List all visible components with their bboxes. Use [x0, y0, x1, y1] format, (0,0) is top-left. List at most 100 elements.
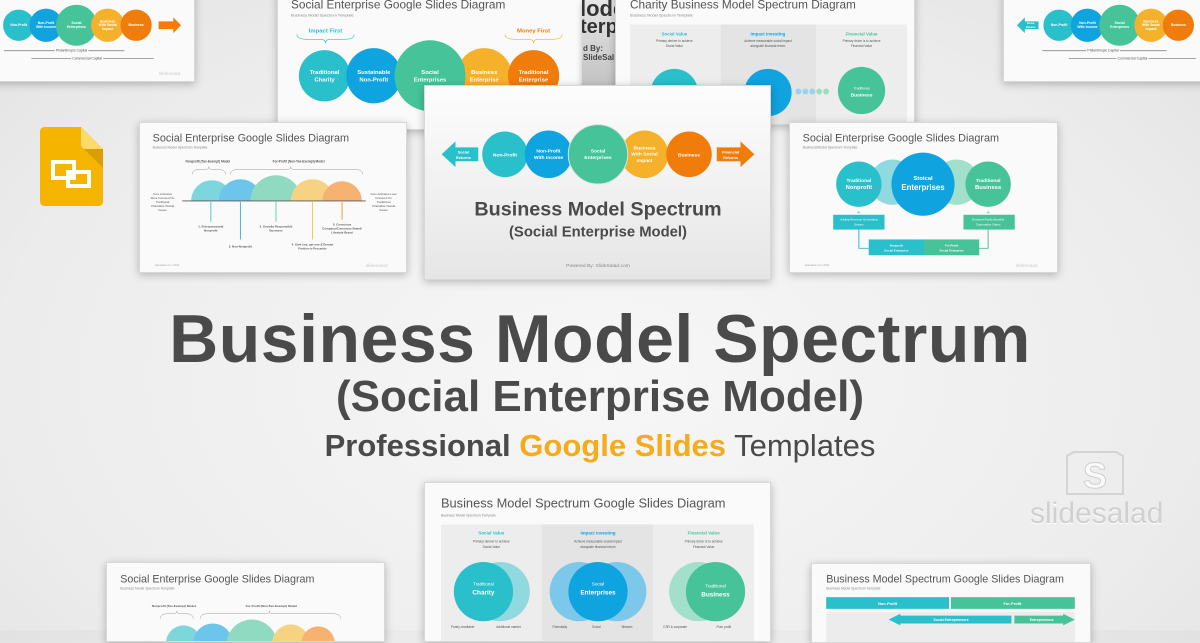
tagline-highlight: Google Slides — [519, 428, 727, 463]
svg-text:Enterprises: Enterprises — [584, 155, 611, 161]
svg-text:Social: Social — [591, 148, 606, 154]
financial-returns-arrow — [716, 141, 755, 168]
svg-text:Impact: Impact — [1145, 27, 1157, 31]
svg-text:Traditional: Traditional — [473, 582, 494, 587]
svg-text:S: S — [1083, 455, 1107, 496]
semicircle-diagram: Social Enterprise Google Slides Diagram … — [120, 574, 341, 641]
svg-text:Commercial Capital: Commercial Capital — [1118, 56, 1148, 60]
svg-text:4. Give one, get one & Donate: 4. Give one, get one & Donate — [292, 242, 334, 246]
svg-text:Returns: Returns — [456, 155, 472, 160]
svg-text:With Social: With Social — [631, 151, 658, 157]
svg-text:Philanthropic Capital: Philanthropic Capital — [1087, 49, 1118, 53]
slidesalad-logo-icon: S — [1066, 451, 1124, 497]
svg-text:1. Entrepreneurial: 1. Entrepreneurial — [198, 225, 223, 229]
svg-text:Enterprises: Enterprises — [580, 590, 616, 597]
svg-text:slidesalad.com | 2020: slidesalad.com | 2020 — [155, 263, 180, 267]
svg-text:Social Entrepreneurs: Social Entrepreneurs — [933, 618, 968, 622]
svg-text:Business Model Spectrum: Business Model Spectrum — [474, 199, 721, 221]
svg-text:Impact: Impact — [637, 158, 653, 164]
svg-text:slidesalad: slidesalad — [1016, 263, 1038, 269]
svg-text:+: + — [986, 210, 990, 216]
slide-thumb-bottom-center[interactable]: Business Model Spectrum Google Slides Di… — [424, 482, 771, 642]
svg-text:Enterprises: Enterprises — [414, 78, 447, 84]
svg-text:Potentially: Potentially — [553, 625, 568, 629]
svg-text:Charity: Charity — [314, 78, 335, 84]
svg-text:Business: Business — [634, 145, 656, 151]
svg-text:Primary driver is to achieve: Primary driver is to achieve — [843, 39, 881, 43]
svg-text:Financial Value: Financial Value — [688, 530, 721, 535]
svg-text:Business: Business — [851, 92, 873, 98]
svg-text:Business Model Spectrum Templa: Business Model Spectrum Template — [441, 514, 496, 518]
svg-text:Financial Value: Financial Value — [693, 545, 715, 549]
svg-text:Business/Model Spectrum Templa: Business/Model Spectrum Template — [803, 146, 858, 150]
svg-text:Primary deriver to achieve: Primary deriver to achieve — [473, 539, 510, 543]
semicircle-diagram: Social Enterprise Google Slides Diagram … — [151, 133, 397, 269]
svg-text:+: + — [857, 210, 861, 216]
svg-text:Impact: Impact — [102, 27, 114, 31]
svg-text:Nonprofit: Nonprofit — [204, 229, 217, 233]
svg-text:slidesalad: slidesalad — [159, 71, 181, 77]
svg-text:Non-Profit: Non-Profit — [10, 23, 28, 27]
svg-text:Enterprises: Enterprises — [1110, 25, 1129, 29]
fragment-text: d By: SlideSal — [583, 44, 615, 62]
social-returns-arrow — [441, 141, 479, 168]
svg-text:Stream: Stream — [854, 223, 864, 227]
slidesalad-logo: S slidesalad — [1030, 450, 1163, 538]
svg-text:Business Model Spectrum Google: Business Model Spectrum Google Slides Di… — [441, 496, 725, 511]
svg-text:Social: Social — [458, 149, 470, 154]
svg-text:Social Enterprise Google Slide: Social Enterprise Google Slides Diagram — [120, 574, 314, 586]
svg-text:Business: Business — [269, 229, 282, 233]
svg-text:Money First: Money First — [517, 28, 550, 34]
svg-text:Primary driver is to achieve: Primary driver is to achieve — [685, 539, 723, 543]
svg-text:For-Profit (Non-Tax-Exempt) Mo: For-Profit (Non-Tax-Exempt) Model — [273, 159, 325, 163]
tagline-post: Templates — [734, 428, 876, 463]
svg-text:Business: Business — [1143, 19, 1158, 23]
svg-text:Social Value: Social Value — [661, 31, 687, 36]
svg-text:Company/Conscious Brand/: Company/Conscious Brand/ — [322, 227, 362, 231]
svg-text:CSR & corporate: CSR & corporate — [663, 625, 687, 629]
svg-text:Cause: Cause — [379, 208, 388, 212]
svg-text:Focused On: Focused On — [375, 196, 391, 200]
svg-text:Business Model Spectrum Templa: Business Model Spectrum Template — [153, 146, 208, 150]
svg-text:Non-Profit: Non-Profit — [1079, 21, 1097, 25]
svg-text:Impact First: Impact First — [309, 28, 343, 34]
svg-text:Business: Business — [1171, 23, 1186, 27]
svg-text:Social Enterprise Google Slide: Social Enterprise Google Slides Diagram — [803, 133, 1000, 145]
svg-text:Social Value: Social Value — [666, 44, 683, 48]
svg-text:Stoical: Stoical — [913, 176, 933, 182]
svg-text:Adding Revenue Generating: Adding Revenue Generating — [840, 218, 878, 222]
svg-text:Social: Social — [1115, 21, 1125, 25]
svg-text:Social Enterprise Google Slide: Social Enterprise Google Slides Diagram — [153, 133, 350, 145]
svg-text:With Income: With Income — [1077, 25, 1097, 29]
value-venn-diagram: Business Model Spectrum Google Slides Di… — [440, 496, 755, 641]
svg-text:Business: Business — [100, 19, 115, 23]
svg-text:Traditional: Traditional — [310, 70, 340, 76]
svg-text:With Income: With Income — [36, 25, 56, 29]
svg-text:3. Socially Responsible: 3. Socially Responsible — [260, 225, 293, 229]
svg-text:Primary deriver to achieve: Primary deriver to achieve — [656, 39, 693, 43]
svg-text:Financial: Financial — [722, 149, 739, 154]
slide-thumb-semicircles[interactable]: Social Enterprise Google Slides Diagram … — [139, 122, 407, 273]
svg-text:Sustainable: Sustainable — [357, 70, 391, 76]
svg-text:Social Enterprise: Social Enterprise — [940, 248, 964, 252]
svg-text:Traditional: Traditional — [705, 584, 726, 589]
svg-text:alongside financial return: alongside financial return — [750, 44, 785, 48]
svg-text:Business: Business — [975, 185, 1002, 191]
svg-text:Charitable /Social: Charitable /Social — [372, 204, 395, 208]
svg-text:Returns: Returns — [723, 155, 739, 160]
slide-thumb-stoical[interactable]: Social Enterprise Google Slides Diagram … — [789, 122, 1058, 273]
fragment-text: terpri — [582, 16, 616, 38]
entrepreneurs-diagram: Business Model Spectrum Google Slides Di… — [826, 574, 1075, 642]
svg-text:Non-Profit: Non-Profit — [1051, 23, 1069, 27]
slide-thumb-bottom-right[interactable]: Business Model Spectrum Google Slides Di… — [811, 563, 1091, 643]
fragment-text: lode — [582, 0, 616, 21]
svg-text:Non-Profit: Non-Profit — [359, 78, 388, 84]
slide-thumb-bottom-left[interactable]: Social Enterprise Google Slides Diagram … — [106, 562, 385, 642]
svg-text:Entrepreneurs: Entrepreneurs — [1030, 618, 1054, 622]
svg-text:Returns: Returns — [1026, 26, 1036, 29]
svg-text:Charitable /Social: Charitable /Social — [151, 204, 174, 208]
